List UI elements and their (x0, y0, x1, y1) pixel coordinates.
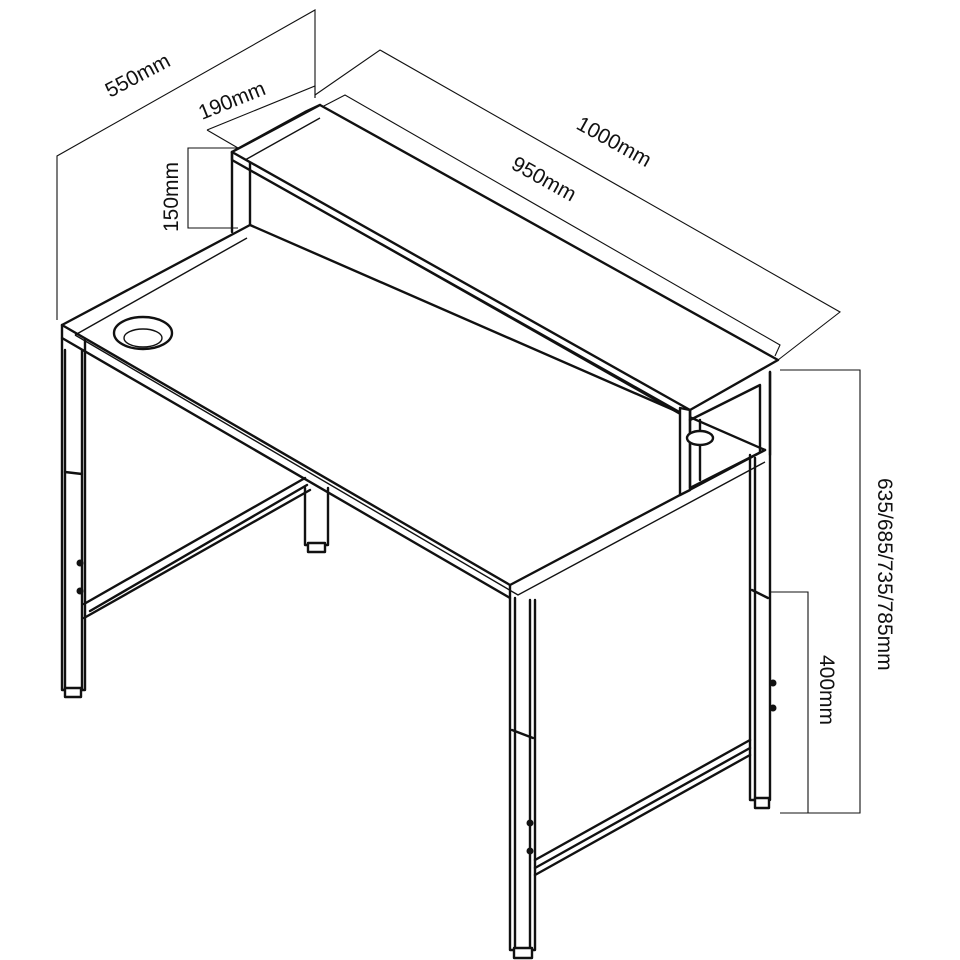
grommet-hole (112, 315, 174, 351)
depth-label: 550mm (102, 49, 175, 102)
shelf-right-support (678, 406, 692, 497)
dimension-lines (56, 9, 861, 814)
left-side-stretcher (82, 476, 312, 620)
shelf-depth-label: 190mm (195, 77, 269, 125)
frame-height-label: 400mm (815, 655, 838, 725)
overall-width-label: 1000mm (573, 112, 656, 172)
desk-height-label: 635/685/735/785mm (873, 478, 896, 671)
shelf-width-label: 950mm (508, 152, 580, 206)
front-right-foot (512, 946, 534, 960)
back-right-side-foot (753, 796, 771, 810)
right-side-stretcher (533, 738, 752, 877)
front-left-foot (63, 686, 83, 699)
shelf-top (230, 103, 780, 412)
desk-structure (60, 103, 780, 960)
shelf-grommet (685, 429, 715, 447)
back-right-leg (303, 486, 330, 547)
shelf-height-label: 150mm (160, 162, 183, 232)
desk-top (60, 223, 767, 587)
front-right-leg (508, 596, 537, 952)
back-right-foot (306, 541, 327, 554)
